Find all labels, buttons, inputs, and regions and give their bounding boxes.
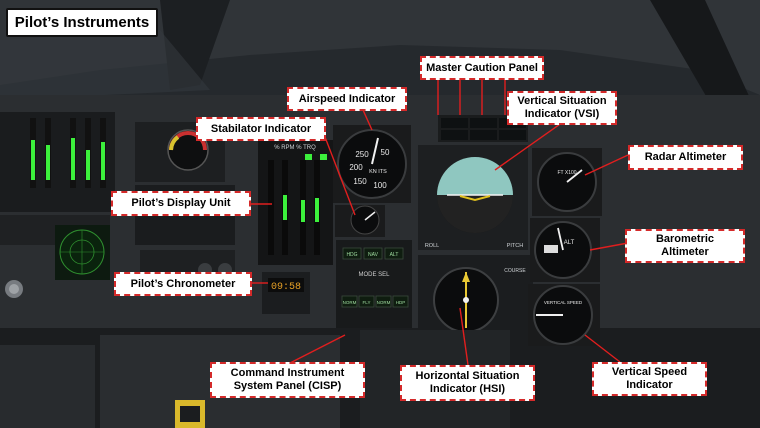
vertical-speed-indicator: VERTICAL SPEED [528, 284, 600, 346]
svg-text:NORM: NORM [377, 300, 391, 305]
callout-leader-lines [250, 67, 629, 366]
cisp-button-hdp[interactable] [392, 295, 409, 308]
svg-text:HDG: HDG [346, 252, 357, 258]
callout-radar-altimeter: Radar Altimeter [628, 145, 743, 170]
svg-text:FT X100: FT X100 [557, 170, 576, 176]
cisp-button-alt[interactable] [384, 247, 404, 260]
svg-text:50: 50 [381, 148, 390, 157]
barometric-altimeter: ALT [530, 218, 600, 282]
callout-vertical-situation-indicator: Vertical Situation Indicator (VSI) [507, 91, 617, 125]
callout-pilot-display-unit: Pilot’s Display Unit [111, 191, 251, 216]
cisp-button-fly[interactable] [358, 295, 375, 308]
engine-instrument-column [0, 112, 115, 212]
svg-text:% RPM % TRQ: % RPM % TRQ [274, 145, 316, 151]
page-title: Pilot’s Instruments [6, 8, 158, 37]
chronometer-display: 09:58 [271, 282, 301, 293]
vertical-situation-indicator: ROLL PITCH [418, 145, 528, 250]
svg-text:ROLL: ROLL [425, 243, 439, 249]
svg-text:100: 100 [373, 181, 387, 190]
cisp-button-norm[interactable] [341, 295, 358, 308]
cisp-button-nav[interactable] [363, 247, 383, 260]
svg-text:PITCH: PITCH [507, 243, 524, 249]
svg-text:250: 250 [355, 150, 369, 159]
callout-vertical-speed-indicator: Vertical Speed Indicator [592, 362, 707, 396]
svg-text:FLY: FLY [363, 300, 371, 305]
cisp-button-norm-2[interactable] [375, 295, 392, 308]
stabilator-position-dial [335, 205, 385, 237]
radar-altimeter: FT X100 [532, 148, 602, 216]
callout-airspeed-indicator: Airspeed Indicator [287, 87, 407, 111]
svg-text:COURSE: COURSE [504, 268, 526, 274]
svg-text:MODE SEL: MODE SEL [358, 272, 390, 278]
svg-text:NORM: NORM [343, 300, 357, 305]
horizontal-situation-indicator: COURSE [418, 255, 533, 359]
callout-pilot-chronometer: Pilot’s Chronometer [114, 272, 252, 296]
svg-text:KN ITS: KN ITS [369, 169, 387, 175]
svg-text:VERTICAL SPEED: VERTICAL SPEED [544, 300, 583, 305]
callout-master-caution-panel: Master Caution Panel [420, 56, 544, 80]
svg-text:150: 150 [353, 177, 367, 186]
airspeed-indicator: 250 50 200 KN ITS 150 100 [333, 125, 411, 203]
rpm-torque-indicator: % RPM % TRQ [258, 140, 333, 265]
svg-text:HDP: HDP [396, 300, 406, 305]
svg-text:ALT: ALT [390, 252, 399, 258]
svg-text:ALT: ALT [564, 240, 575, 246]
svg-text:NAV: NAV [368, 252, 379, 258]
callout-barometric-altimeter: Barometric Altimeter [625, 229, 745, 263]
command-instrument-system-panel: HDG NAV ALT MODE SEL NORM FLY NORM HDP [336, 240, 412, 328]
cisp-button-hdg[interactable] [342, 247, 362, 260]
callout-command-instrument-system-panel: Command Instrument System Panel (CISP) [210, 362, 365, 398]
callout-horizontal-situation-indicator: Horizontal Situation Indicator (HSI) [400, 365, 535, 401]
svg-text:200: 200 [349, 163, 363, 172]
callout-stabilator-indicator: Stabilator Indicator [196, 117, 326, 141]
